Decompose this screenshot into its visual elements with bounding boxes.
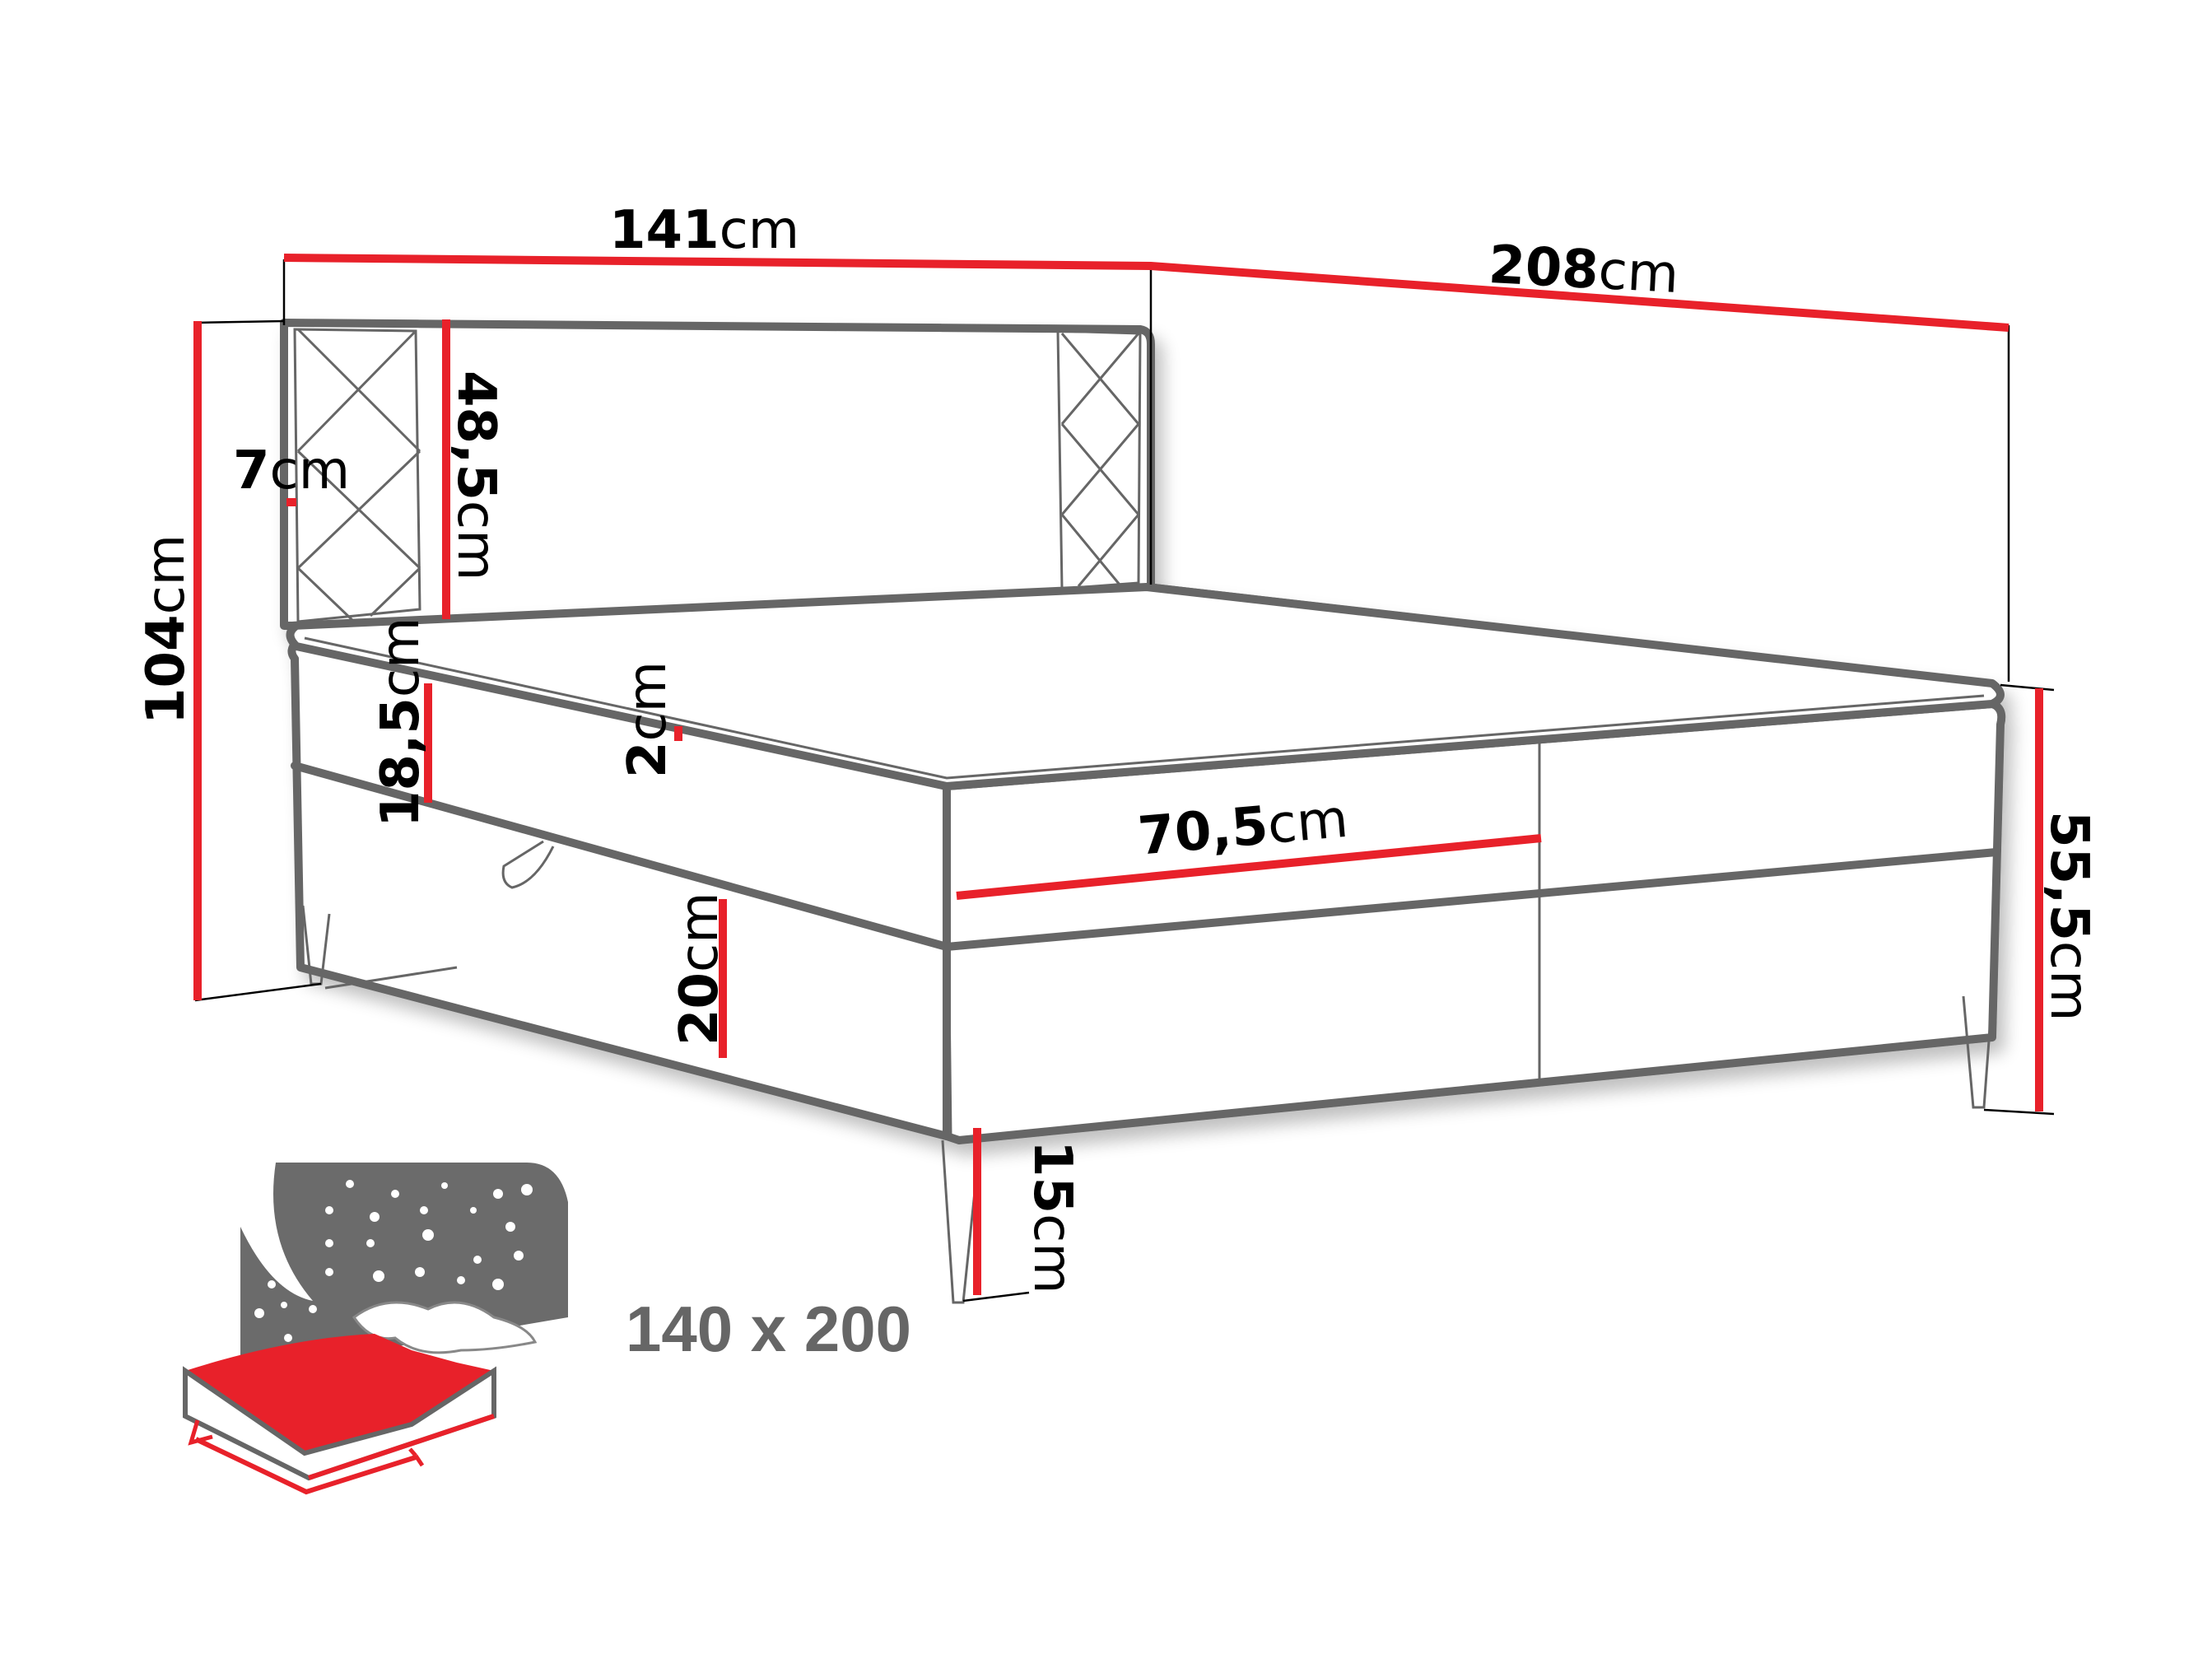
label-headboard-panel-height: 48,5cm [445, 370, 506, 581]
lift-handle-icon [501, 840, 555, 889]
dimension-lines [193, 254, 2043, 1295]
mattress-size-label: 140 x 200 [626, 1293, 912, 1365]
bed-base [286, 583, 2006, 1144]
label-total-length: 208cm [1487, 235, 1681, 306]
star-icons [254, 1180, 533, 1342]
label-total-width: 141cm [609, 200, 800, 261]
extension-lines [194, 259, 2055, 1303]
label-total-height: 104cm [136, 534, 197, 725]
label-base-height: 20cm [669, 892, 730, 1046]
label-sleeping-height: 55,5cm [2038, 811, 2099, 1022]
headboard [280, 319, 1155, 630]
label-mattress-height: 18,5cm [370, 617, 431, 827]
mattress-size-icon [183, 1163, 568, 1495]
label-topper-height: 2cm [617, 660, 678, 778]
label-headboard-side-thickness: 7cm [233, 440, 351, 501]
label-leg-height: 15cm [1022, 1140, 1083, 1294]
